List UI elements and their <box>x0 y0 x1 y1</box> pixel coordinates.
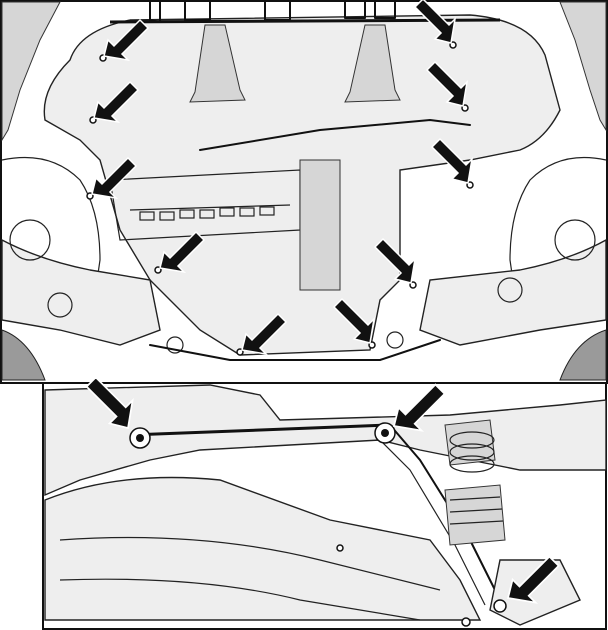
shield-ribs <box>129 204 291 211</box>
lower-floor-shield <box>44 476 482 621</box>
bolt-icon <box>381 429 389 437</box>
center-tunnel <box>299 159 341 291</box>
shield-bottom-edge <box>149 339 441 361</box>
right-tire <box>559 329 607 381</box>
lower-crossmember <box>129 423 391 437</box>
bolt-icon <box>493 599 507 613</box>
right-channel <box>344 24 401 103</box>
bolt-icon <box>336 544 344 552</box>
floor-crease-2 <box>59 578 421 621</box>
left-mount <box>166 336 184 354</box>
pipe-line <box>199 119 471 151</box>
left-control-arm <box>1 238 161 346</box>
lower-body-sill <box>44 384 607 497</box>
floor-crease-1 <box>59 536 441 591</box>
left-body-panel <box>1 1 61 142</box>
left-channel <box>189 24 246 103</box>
bracket-5 <box>374 1 396 19</box>
right-body-panel <box>559 1 607 132</box>
coil-spring <box>449 431 495 473</box>
right-arm-bushing <box>497 277 523 303</box>
bracket-4 <box>344 1 366 19</box>
right-mount <box>386 331 404 349</box>
shield-slots <box>139 206 275 221</box>
strut-top <box>444 419 496 466</box>
right-hub <box>554 219 596 261</box>
bolt-icon <box>461 617 471 627</box>
left-arm-bushing <box>47 292 73 318</box>
bolt-icon <box>136 434 144 442</box>
right-control-arm <box>419 238 607 346</box>
shock-ribs <box>449 496 504 525</box>
left-tire <box>1 329 46 381</box>
left-hub <box>9 219 51 261</box>
shock-absorber <box>444 484 506 546</box>
diagonal-strut-edge <box>379 439 486 606</box>
bracket-2 <box>184 1 211 21</box>
upper-bolts <box>86 41 474 356</box>
diagonal-strut <box>389 424 501 601</box>
